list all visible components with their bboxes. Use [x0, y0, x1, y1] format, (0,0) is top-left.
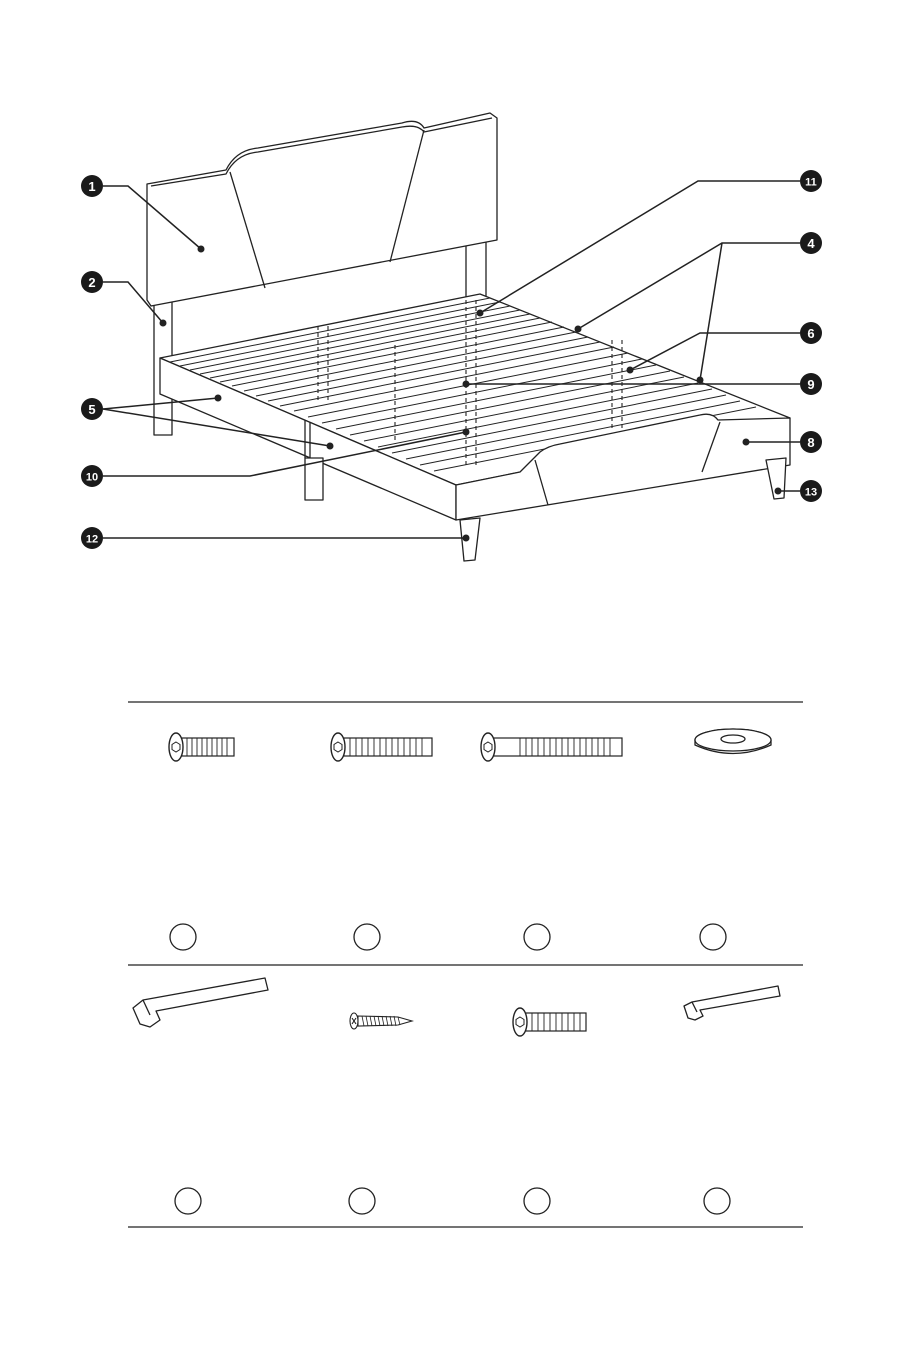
svg-text:12: 12	[86, 534, 98, 546]
quantity-circle	[349, 1188, 375, 1214]
svg-text:9: 9	[807, 377, 814, 392]
long-bolt-icon	[481, 733, 622, 761]
headboard	[147, 113, 497, 306]
row2-quantity-circles	[175, 1188, 730, 1214]
svg-text:13: 13	[805, 487, 817, 499]
flat-washer-icon	[695, 729, 771, 754]
wood-screw-icon	[350, 1013, 412, 1029]
callout-9: 9	[800, 373, 822, 395]
quantity-circle	[354, 924, 380, 950]
large-allen-key-icon	[133, 978, 268, 1027]
callout-2: 2	[81, 271, 103, 293]
callout-4: 4	[800, 232, 822, 254]
svg-text:1: 1	[88, 179, 95, 194]
quantity-circle	[524, 924, 550, 950]
short-bolt-icon	[169, 733, 234, 761]
quantity-circle	[175, 1188, 201, 1214]
quantity-circle	[704, 1188, 730, 1214]
callout-11: 11	[800, 170, 822, 192]
svg-text:6: 6	[807, 326, 814, 341]
callout-6: 6	[800, 322, 822, 344]
svg-text:8: 8	[807, 435, 814, 450]
callout-10: 10	[81, 465, 103, 487]
hardware-table	[128, 702, 803, 1227]
svg-text:4: 4	[807, 236, 815, 251]
svg-text:10: 10	[86, 472, 98, 484]
short-bolt-icon	[513, 1008, 586, 1036]
svg-text:2: 2	[88, 275, 95, 290]
medium-bolt-icon	[331, 733, 432, 761]
quantity-circle	[170, 924, 196, 950]
callout-13: 13	[800, 480, 822, 502]
small-allen-key-icon	[684, 986, 780, 1020]
quantity-circle	[524, 1188, 550, 1214]
callout-5: 5	[81, 398, 103, 420]
quantity-circle	[700, 924, 726, 950]
callout-8: 8	[800, 431, 822, 453]
callout-1: 1	[81, 175, 103, 197]
row1-quantity-circles	[170, 924, 726, 950]
svg-text:11: 11	[805, 177, 817, 189]
callout-12: 12	[81, 527, 103, 549]
svg-text:5: 5	[88, 402, 95, 417]
